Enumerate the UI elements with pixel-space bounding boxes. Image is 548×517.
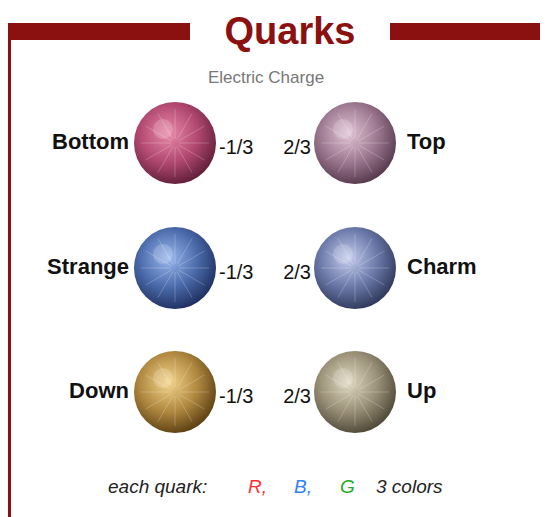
sphere-shape (313, 226, 397, 310)
charge-value: 2/3 (283, 136, 311, 159)
title: Quarks (219, 10, 362, 53)
quark-name: Charm (407, 254, 477, 280)
sphere-texture (321, 358, 389, 426)
sphere-body (134, 351, 216, 433)
quark-name: Top (407, 129, 446, 155)
quark-name: Up (407, 378, 436, 404)
charge-value: -1/3 (219, 261, 253, 284)
sphere-shape (133, 101, 217, 185)
charge-value: -1/3 (219, 385, 253, 408)
sphere-body (134, 227, 216, 309)
sphere-shape (133, 350, 217, 434)
color-letter: B, (294, 476, 312, 498)
sphere-texture (321, 234, 389, 302)
sphere-highlight (333, 368, 353, 388)
quark-sphere: Strange-1/3 (133, 226, 217, 310)
quark-sphere: Charm2/3 (313, 226, 397, 310)
color-letter: R, (248, 476, 267, 498)
quark-name: Down (69, 378, 129, 404)
charge-value: 2/3 (283, 261, 311, 284)
quark-sphere: Bottom-1/3 (133, 101, 217, 185)
sphere-highlight (333, 119, 353, 139)
quark-sphere: Top2/3 (313, 101, 397, 185)
quark-sphere: Up2/3 (313, 350, 397, 434)
sphere-body (134, 102, 216, 184)
quark-name: Strange (47, 254, 129, 280)
sphere-texture (141, 109, 209, 177)
sphere-highlight (153, 119, 173, 139)
sphere-highlight (153, 368, 173, 388)
sphere-texture (141, 358, 209, 426)
sphere-body (314, 351, 396, 433)
note-text: each quark: (108, 476, 207, 498)
sphere-body (314, 227, 396, 309)
color-letter: G (340, 476, 355, 498)
border-line (8, 23, 11, 517)
sphere-highlight (153, 244, 173, 264)
quark-sphere: Down-1/3 (133, 350, 217, 434)
axis-heading: Electric Charge (208, 68, 324, 88)
sphere-texture (141, 234, 209, 302)
quark-name: Bottom (52, 129, 129, 155)
sphere-shape (313, 101, 397, 185)
sphere-shape (313, 350, 397, 434)
sphere-shape (133, 226, 217, 310)
charge-value: 2/3 (283, 385, 311, 408)
note-text: 3 colors (376, 476, 443, 498)
title-bar (8, 23, 190, 40)
title-bar (390, 23, 540, 40)
sphere-body (314, 102, 396, 184)
sphere-texture (321, 109, 389, 177)
charge-value: -1/3 (219, 136, 253, 159)
sphere-highlight (333, 244, 353, 264)
